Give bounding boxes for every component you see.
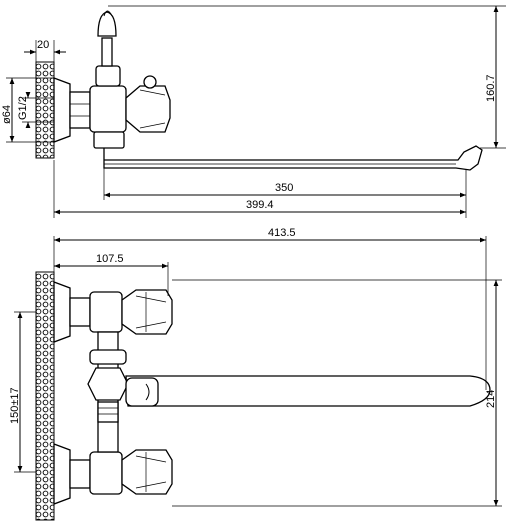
- dim-height: 160.7: [485, 74, 497, 102]
- side-connector-nut: [69, 91, 91, 129]
- top-spout-collar: [125, 377, 159, 407]
- dim-overall-width: 214: [485, 390, 497, 408]
- dim-center-offset: 107.5: [96, 253, 124, 265]
- top-wall-section: [35, 271, 55, 521]
- side-mixer-body: [89, 85, 127, 133]
- top-diverter: [87, 367, 129, 401]
- dim-thread: G1/2: [17, 96, 29, 120]
- top-shower-outlet: [89, 349, 127, 365]
- top-escutcheon-upper: [53, 281, 71, 343]
- top-escutcheon-lower: [53, 443, 71, 505]
- dim-spout-reach: 350: [275, 182, 293, 194]
- side-spout: [103, 145, 483, 171]
- top-body-upper: [89, 291, 123, 333]
- side-wall-section: [35, 61, 55, 159]
- side-escutcheon: [53, 77, 71, 143]
- top-handle-upper: [121, 289, 173, 335]
- side-swivel-collar: [93, 131, 125, 149]
- top-spout: [125, 375, 491, 407]
- side-shower-holder: [97, 11, 117, 37]
- dim-total-reach: 399.4: [246, 199, 274, 211]
- top-view: 413.5 107.5 150±17 214: [9, 227, 502, 521]
- dim-nut-diameter: ø64: [1, 105, 13, 124]
- top-body-lower: [89, 451, 123, 495]
- dim-wall-thickness: 20: [37, 39, 49, 51]
- top-handle-lower: [121, 449, 173, 495]
- dim-overall-length: 413.5: [268, 227, 296, 239]
- side-handle: [125, 85, 171, 133]
- side-view: 20 ø64 G1/2 160.7 350 399.4: [1, 5, 506, 218]
- dim-inlet-spacing: 150±17: [9, 387, 21, 424]
- side-shower-outlet: [95, 65, 121, 87]
